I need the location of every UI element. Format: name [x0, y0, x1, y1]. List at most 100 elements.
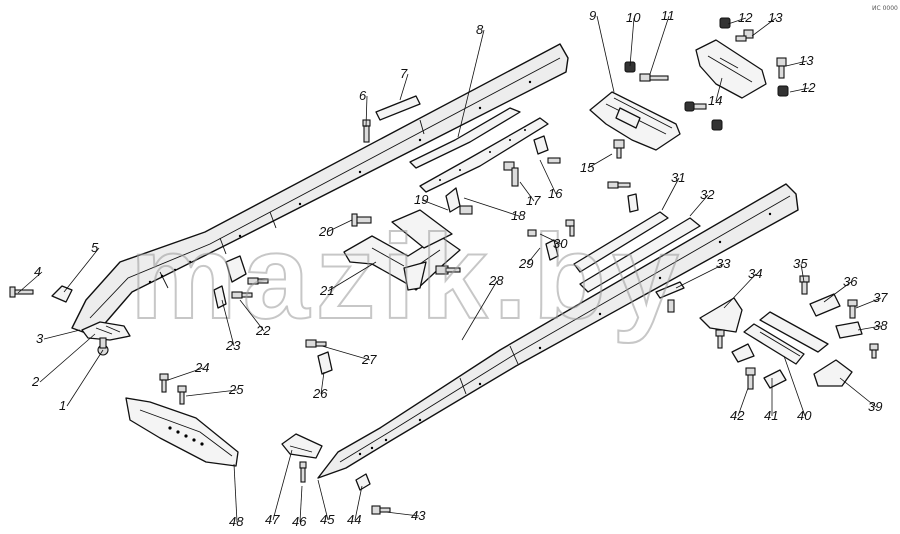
callout-number: 30 — [553, 236, 568, 251]
callout-41: 41 — [764, 378, 778, 423]
bolt-1 — [97, 337, 109, 356]
callout-leader-line — [526, 247, 541, 265]
callout-leader-line — [519, 181, 535, 202]
crossmember-21 — [343, 209, 461, 291]
callout-number: 43 — [411, 508, 426, 523]
callout-32: 32 — [689, 187, 715, 217]
callout-number: 34 — [748, 266, 762, 281]
callout-13: 13 — [751, 10, 783, 37]
callout-leader-line — [596, 15, 615, 93]
callout-1: 1 — [59, 349, 104, 413]
callout-12: 12 — [789, 80, 816, 95]
callout-12: 12 — [727, 10, 753, 25]
nut-12-top — [719, 17, 731, 29]
callout-number: 27 — [361, 352, 377, 367]
callout-number: 8 — [476, 22, 484, 37]
callout-leader-line — [629, 17, 635, 67]
callout-22: 22 — [239, 299, 271, 338]
callout-10: 10 — [626, 10, 641, 67]
bolt-37 — [847, 299, 858, 319]
callout-leader-line — [789, 87, 810, 93]
callout-leader-line — [365, 95, 368, 128]
callout-leader-line — [649, 15, 670, 75]
callout-leader-line — [299, 485, 303, 523]
callout-45: 45 — [317, 479, 335, 527]
callout-number: 11 — [661, 8, 675, 23]
bolt-35 — [799, 275, 810, 295]
callout-leader-line — [737, 387, 749, 417]
callout-number: 17 — [526, 193, 541, 208]
callout-leader-line — [421, 199, 449, 211]
callout-leader-line — [327, 261, 377, 292]
callout-leader-line — [839, 377, 877, 408]
callout-leader-line — [39, 333, 96, 383]
callout-number: 40 — [797, 408, 812, 423]
bracket-39 — [813, 359, 853, 387]
callout-leader-line — [723, 273, 757, 309]
callout-34: 34 — [723, 266, 762, 309]
callout-number: 10 — [626, 10, 641, 25]
reinforcement-32 — [579, 217, 701, 293]
plate-41b — [731, 343, 755, 363]
callout-number: 37 — [873, 290, 888, 305]
callout-number: 28 — [488, 273, 504, 288]
callout-number: 33 — [716, 256, 731, 271]
bolt-nut-hanger-right — [684, 101, 723, 131]
callout-21: 21 — [319, 261, 377, 298]
right-frame-rail — [317, 183, 799, 479]
bolt-4 — [9, 286, 34, 298]
callout-leader-line — [689, 194, 709, 217]
crossmember-48 — [125, 397, 239, 467]
callout-number: 7 — [400, 66, 408, 81]
callout-number: 48 — [229, 514, 244, 529]
plate-41 — [763, 369, 787, 389]
callout-number: 14 — [708, 93, 722, 108]
callout-leader-line — [399, 73, 409, 101]
callout-number: 24 — [194, 360, 209, 375]
callout-23: 23 — [221, 299, 241, 353]
callout-number: 9 — [589, 8, 596, 23]
callout-28: 28 — [461, 273, 504, 341]
callout-number: 21 — [319, 283, 334, 298]
callout-leader-line — [457, 29, 485, 138]
bolt-38b — [869, 343, 879, 359]
rivets-16 — [439, 129, 526, 181]
callout-number: 38 — [873, 318, 888, 333]
callout-leader-line — [43, 329, 81, 340]
callout-30: 30 — [539, 233, 568, 251]
bracket-36 — [809, 293, 841, 317]
callout-leader-line — [272, 449, 293, 521]
callout-number: 35 — [793, 256, 808, 271]
callout-4: 4 — [17, 264, 43, 294]
left-rail-rivets — [148, 80, 532, 284]
callout-11: 11 — [649, 8, 675, 75]
bolt-42 — [745, 367, 756, 390]
callout-number: 2 — [31, 374, 40, 389]
callout-leader-line — [785, 60, 808, 67]
callout-leader-line — [385, 511, 420, 517]
callout-leader-line — [185, 389, 238, 397]
bolt-15 — [613, 139, 625, 159]
clip-upper — [533, 135, 561, 164]
callout-18: 18 — [463, 197, 526, 223]
callout-33: 33 — [675, 256, 731, 289]
bracket-14 — [695, 39, 767, 99]
reinforcement-8 — [409, 107, 521, 169]
callout-38: 38 — [857, 318, 888, 333]
callout-25: 25 — [185, 382, 244, 397]
callout-8: 8 — [457, 22, 485, 138]
bolt-27 — [305, 339, 327, 348]
clip-26 — [317, 351, 333, 375]
callout-leader-line — [727, 17, 747, 25]
callout-44: 44 — [347, 485, 363, 527]
bolt-13-top — [735, 29, 754, 42]
callout-46: 46 — [292, 485, 307, 529]
callout-leader-line — [461, 280, 498, 341]
bolt-near-21 — [435, 265, 461, 275]
callout-number: 25 — [228, 382, 244, 397]
callout-leader-line — [233, 463, 238, 523]
reinforcement-31 — [573, 211, 669, 273]
callout-leader-line — [823, 281, 852, 303]
callout-leader-line — [17, 271, 43, 294]
